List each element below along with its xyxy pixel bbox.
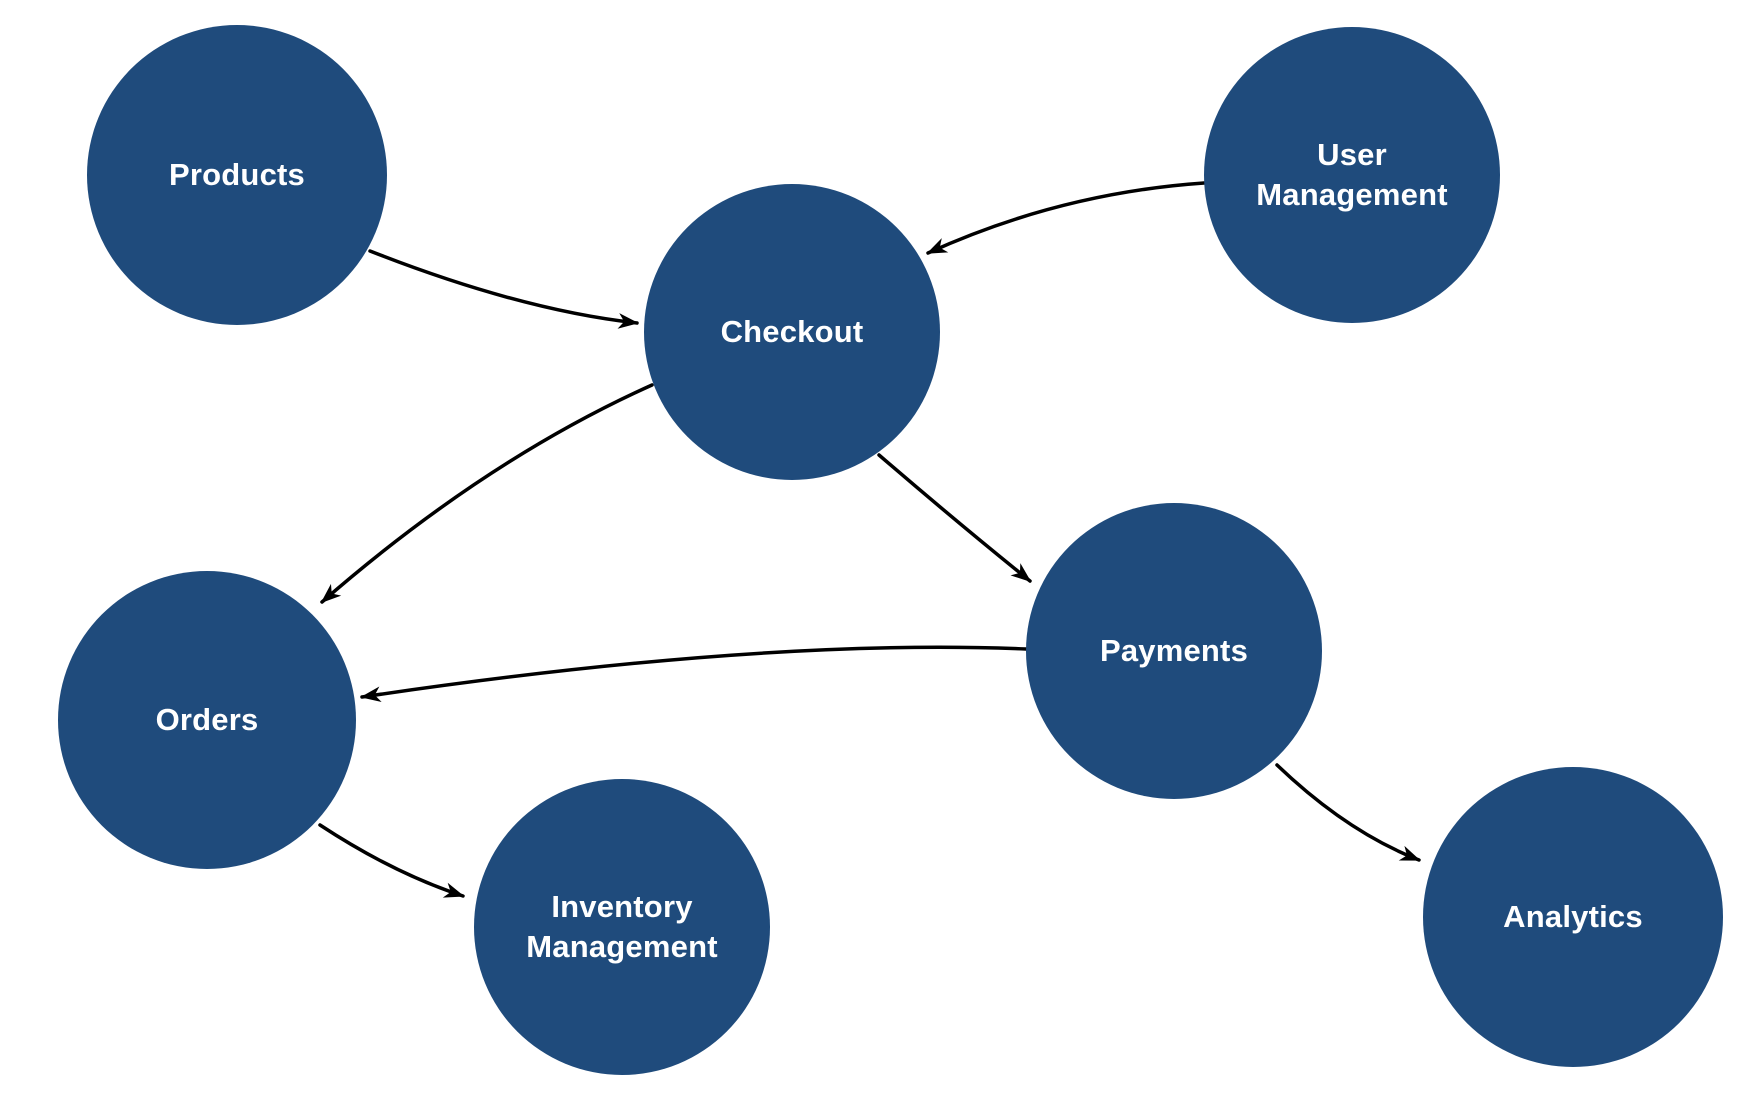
node-label: Orders (155, 701, 259, 737)
node-label: User Management (1256, 136, 1448, 212)
node-inventory-management[interactable]: Inventory Management (474, 779, 770, 1075)
node-products[interactable]: Products (87, 25, 387, 325)
edge-checkout-orders (320, 383, 654, 604)
node-payments[interactable]: Payments (1026, 503, 1322, 799)
edge-orders-inventory-management (318, 823, 465, 898)
node-label: Inventory Management (526, 888, 718, 964)
node-label: Products (169, 156, 305, 192)
edge-payments-analytics (1275, 763, 1421, 862)
edge-products-checkout (368, 249, 639, 329)
edges-group (318, 181, 1421, 898)
node-label: Payments (1099, 632, 1249, 668)
node-orders[interactable]: Orders (58, 571, 356, 869)
node-label: Checkout (720, 313, 864, 349)
node-label: Analytics (1503, 898, 1643, 934)
edge-payments-orders (360, 645, 1028, 702)
node-analytics[interactable]: Analytics (1423, 767, 1723, 1067)
node-user-management[interactable]: User Management (1204, 27, 1500, 323)
edge-checkout-payments (877, 453, 1032, 583)
node-checkout[interactable]: Checkout (644, 184, 940, 480)
edge-user-management-checkout (926, 181, 1206, 255)
